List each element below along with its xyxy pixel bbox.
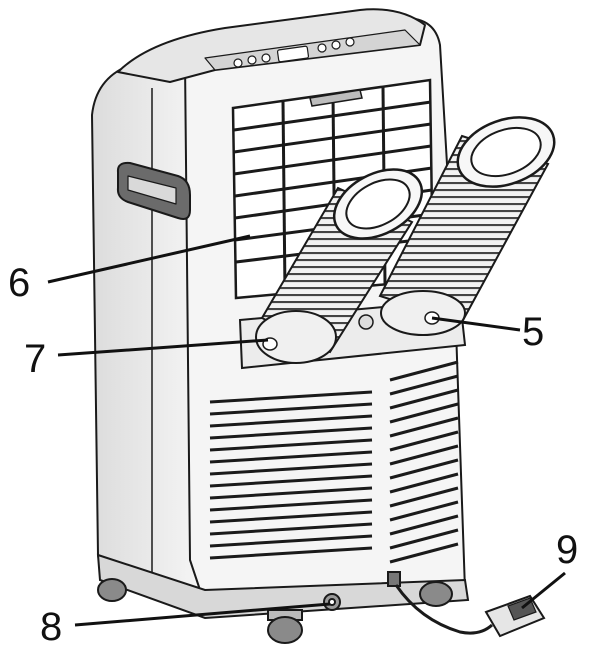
leader-5 — [431, 316, 521, 332]
callout-6: 6 — [8, 261, 30, 305]
callout-5: 5 — [522, 310, 544, 354]
caster-front-left — [267, 609, 303, 644]
callout-8: 8 — [40, 605, 62, 647]
leader-9 — [521, 571, 566, 610]
leader-7 — [57, 338, 269, 357]
power-cord — [394, 584, 494, 635]
caster-front-right — [419, 581, 453, 607]
right-intake-hose — [378, 116, 556, 336]
left-exhaust-hose — [255, 168, 424, 364]
base-and-casters — [96, 553, 470, 644]
center-knob — [358, 314, 374, 330]
caster-rear-left — [97, 578, 127, 602]
lower-left-grille — [209, 390, 373, 560]
leader-6 — [47, 234, 251, 284]
leader-lines — [47, 234, 566, 627]
lower-right-grille — [389, 360, 459, 564]
callout-9: 9 — [556, 528, 578, 572]
top-panel — [117, 8, 426, 83]
leader-8 — [74, 602, 331, 627]
callout-7: 7 — [24, 337, 46, 381]
control-buttons — [233, 37, 355, 68]
